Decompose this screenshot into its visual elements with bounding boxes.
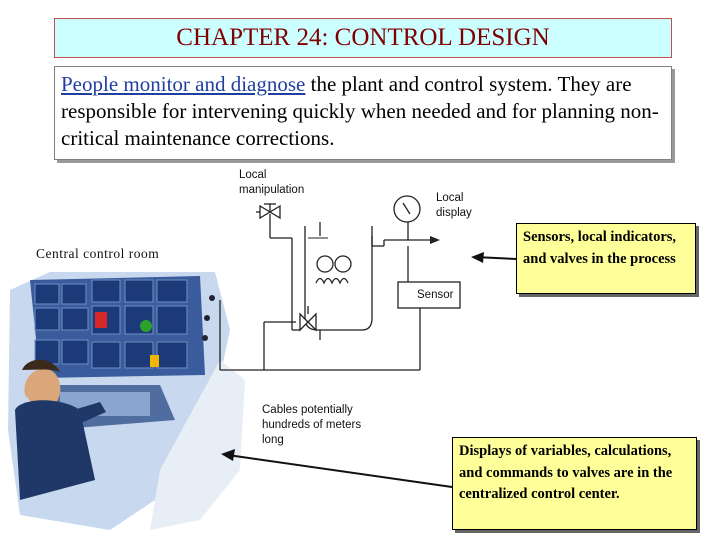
heating-coil-icon [315, 277, 349, 285]
sensor-box [397, 281, 461, 309]
intro-highlight: People monitor and diagnose [61, 72, 306, 96]
local-valve-right-icon [268, 204, 281, 220]
slide-title-text: CHAPTER 24: CONTROL DESIGN [176, 24, 550, 51]
control-room-illustration [8, 272, 245, 530]
central-control-room-label: Central control room [36, 246, 160, 261]
process-symbols [259, 195, 461, 332]
intro-rest: the plant and control system. They are r… [61, 72, 659, 150]
intro-text-box: People monitor and diagnose the plant an… [54, 66, 672, 160]
local-display-label: Local display [436, 192, 472, 219]
slide-title: CHAPTER 24: CONTROL DESIGN [54, 18, 672, 58]
displays-callout: Displays of variables, calculations, and… [452, 437, 697, 530]
displays-callout-text: Displays of variables, calculations, and… [459, 443, 673, 502]
local-manipulation-label: Local manipulation [239, 169, 305, 196]
sensors-callout: Sensors, local indicators, and valves in… [516, 223, 696, 294]
local-valve-left-icon [259, 204, 272, 220]
agitator-right-icon [334, 255, 352, 273]
agitator-left-icon [316, 255, 334, 273]
cables-label: Cables potentially hundreds of meters lo… [262, 404, 362, 446]
sensor-label: Sensor [417, 289, 454, 301]
control-valve-icon [299, 312, 309, 332]
displays-arrow [227, 454, 453, 488]
sensors-callout-text: Sensors, local indicators, and valves in… [523, 229, 677, 267]
local-display-arrow [430, 236, 440, 244]
